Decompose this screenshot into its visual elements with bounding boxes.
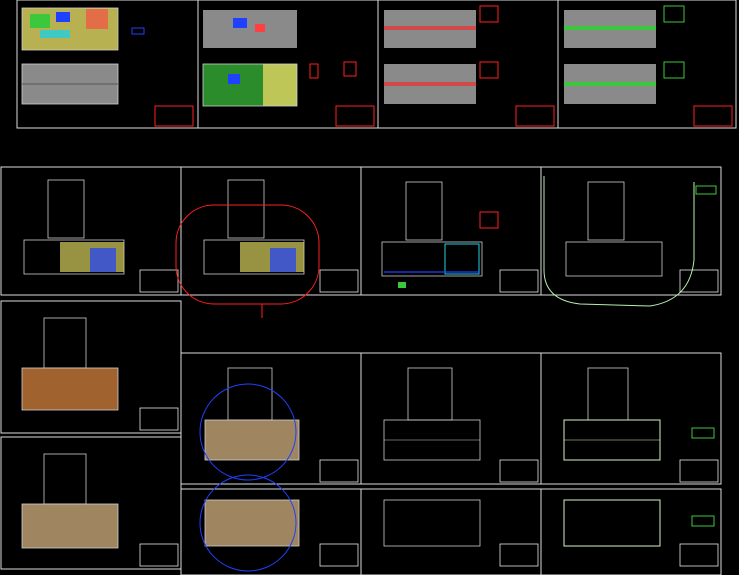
mid3-title-block <box>499 269 539 293</box>
mid1-title-block <box>139 269 179 293</box>
sheet1-title-block <box>154 105 194 127</box>
lower2-plan <box>383 367 481 461</box>
sheet2-title-block <box>335 105 375 127</box>
sheet3-title-block <box>515 105 555 127</box>
left1-title-block <box>139 407 179 431</box>
left-sheet-column <box>0 300 182 570</box>
lower1-title-block <box>319 459 359 483</box>
sheet2-floorplans <box>202 10 357 107</box>
lower6-title-block <box>679 543 719 567</box>
lower-sheet-6[interactable] <box>540 488 722 575</box>
left-sheet-2[interactable] <box>0 436 182 570</box>
sheet4-title-block <box>693 105 733 127</box>
lower6-plan <box>563 499 715 547</box>
lower5-plan <box>383 499 481 547</box>
mid2-title-block <box>319 269 359 293</box>
left2-title-block <box>139 543 179 567</box>
mid1-building-plan <box>23 179 125 275</box>
lower3-title-block <box>679 459 719 483</box>
mid-sheet-2[interactable] <box>180 166 362 296</box>
lower4-title-block <box>319 543 359 567</box>
mid4-building-plan <box>543 176 717 307</box>
middle-sheet-row <box>0 166 722 318</box>
mid2-building-plan <box>175 179 320 318</box>
lower5-title-block <box>499 543 539 567</box>
top-sheet-row <box>16 0 737 129</box>
sheet1-floorplans <box>21 7 145 105</box>
mid3-building-plan <box>381 181 499 288</box>
top-sheet-4[interactable] <box>557 0 737 129</box>
lower4-plan <box>199 474 300 572</box>
lower2-title-block <box>499 459 539 483</box>
left-sheet-1[interactable] <box>0 300 182 434</box>
lower-sheet-grid <box>180 352 722 575</box>
lower1-plan <box>199 367 300 481</box>
lower-sheet-2[interactable] <box>360 352 542 485</box>
lower-sheet-3[interactable] <box>540 352 722 485</box>
mid-sheet-1[interactable] <box>0 166 182 296</box>
lower-sheet-5[interactable] <box>360 488 542 575</box>
sheet4-floorplans <box>564 5 685 104</box>
lower-sheet-1[interactable] <box>180 352 362 485</box>
lower3-plan <box>563 367 715 461</box>
sheet3-floorplans <box>384 5 499 104</box>
mid-sheet-4[interactable] <box>540 166 722 296</box>
mid4-title-block <box>679 269 719 293</box>
